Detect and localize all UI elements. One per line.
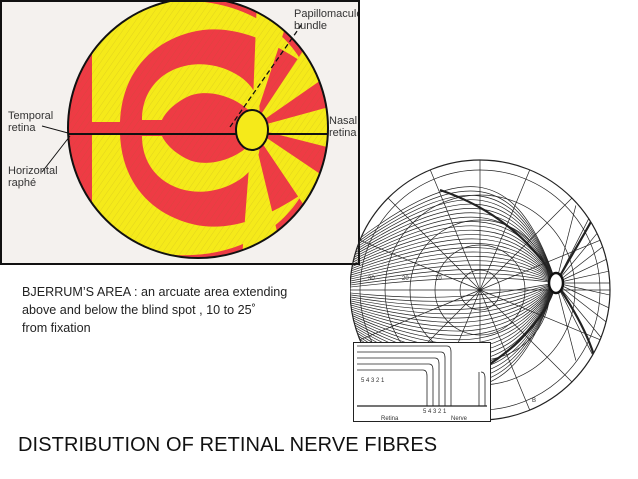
arcuate-fibre bbox=[350, 282, 557, 306]
arcuate-fibre bbox=[350, 199, 557, 284]
line-drawing-svg: 30 20 10 B bbox=[349, 159, 611, 421]
papillomacular-pointer bbox=[229, 23, 303, 128]
nasal-fibre bbox=[555, 282, 577, 361]
blood-vessel bbox=[439, 188, 557, 284]
arcuate-fibre bbox=[350, 212, 557, 284]
caption-line-1: BJERRUM’S AREA : an arcuate area extendi… bbox=[22, 285, 288, 299]
slide-title: DISTRIBUTION OF RETINAL NERVE FIBRES bbox=[18, 434, 438, 456]
inset-svg: 5 4 3 2 1 5 4 3 2 1 Retina Nerve bbox=[353, 342, 491, 422]
nasal-fibre bbox=[555, 282, 610, 301]
isopter-circle bbox=[459, 269, 501, 311]
arcuate-fibre bbox=[350, 282, 557, 323]
arcuate-fibre bbox=[350, 229, 557, 284]
optic-nerve-head bbox=[547, 271, 565, 295]
nasal-retina-label: Nasal retina bbox=[329, 115, 358, 139]
scale-label-20: 20 bbox=[402, 276, 409, 282]
retinal-fibre-colour-diagram: Papillomacule bundle Temporal retina Hor… bbox=[0, 0, 360, 265]
arcuate-fibre bbox=[350, 282, 557, 319]
fibre-bands bbox=[68, 2, 328, 258]
arcuate-fibre bbox=[350, 238, 557, 284]
arcuate-fibre bbox=[350, 282, 557, 341]
arcuate-fibre bbox=[350, 216, 557, 284]
temporal-retina-label: Temporal retina bbox=[8, 110, 54, 134]
nerve-label: Nerve bbox=[451, 416, 468, 422]
retina-nerve-inset: 5 4 3 2 1 5 4 3 2 1 Retina Nerve bbox=[353, 342, 491, 422]
arcuate-fibre bbox=[350, 269, 557, 286]
arcuate-fibre bbox=[350, 190, 557, 284]
arcuate-fibre bbox=[350, 234, 557, 284]
nasal-fibre bbox=[555, 205, 577, 284]
horizontal-raphe-label: Horizontal raphé bbox=[8, 165, 58, 189]
arcuate-fibre bbox=[350, 277, 557, 289]
isopter-circle bbox=[434, 244, 526, 336]
caption-line-3: from fixation bbox=[22, 321, 91, 335]
arcuate-fibre bbox=[350, 282, 557, 336]
arcuate-fibre bbox=[350, 282, 557, 315]
nasal-fibre bbox=[555, 265, 610, 284]
arcuate-fibre bbox=[350, 282, 557, 310]
arcuate-fibre bbox=[350, 282, 557, 302]
retinal-fibre-line-drawing: 30 20 10 B bbox=[349, 150, 638, 450]
arcuate-fibre bbox=[350, 282, 557, 298]
left-numbers: 5 4 3 2 1 bbox=[361, 378, 385, 384]
arcuate-fibre bbox=[350, 186, 557, 284]
retina-label: Retina bbox=[381, 416, 399, 422]
arcuate-fibre bbox=[350, 208, 557, 284]
arcuate-fibre bbox=[350, 282, 557, 332]
raphe-pointer bbox=[41, 135, 71, 173]
arcuate-fibre bbox=[350, 247, 557, 284]
fibre-lines bbox=[350, 160, 610, 420]
arcuate-fibre bbox=[350, 251, 557, 284]
colour-diagram-svg bbox=[2, 2, 358, 263]
nasal-fibre bbox=[555, 282, 610, 318]
arcuate-fibre bbox=[350, 243, 557, 284]
temporal-pointer bbox=[41, 125, 69, 134]
right-numbers: 5 4 3 2 1 bbox=[423, 409, 447, 415]
bjerrum-area-caption: BJERRUM’S AREA : an arcuate area extendi… bbox=[22, 283, 332, 337]
arcuate-fibre bbox=[350, 282, 557, 328]
caption-line-2: above and below the blind spot , 10 to 2… bbox=[22, 303, 256, 317]
scale-label-30: 30 bbox=[368, 276, 375, 282]
arcuate-fibre bbox=[350, 264, 557, 284]
nasal-fibre bbox=[555, 282, 608, 345]
optic-disc bbox=[235, 109, 269, 151]
fibre-bundles bbox=[357, 345, 487, 407]
arcuate-fibre bbox=[350, 273, 557, 287]
nasal-fibre bbox=[555, 282, 593, 355]
arcuate-fibre bbox=[350, 195, 557, 284]
arcuate-fibre bbox=[350, 203, 557, 284]
nasal-fibre bbox=[555, 248, 610, 284]
arcuate-fibre bbox=[350, 260, 557, 284]
papillomacular-label: Papillomacule bundle bbox=[294, 8, 360, 32]
scale-label-10: 10 bbox=[435, 276, 442, 282]
bottom-letter-label: B bbox=[532, 398, 536, 404]
arcuate-fibre bbox=[350, 256, 557, 284]
